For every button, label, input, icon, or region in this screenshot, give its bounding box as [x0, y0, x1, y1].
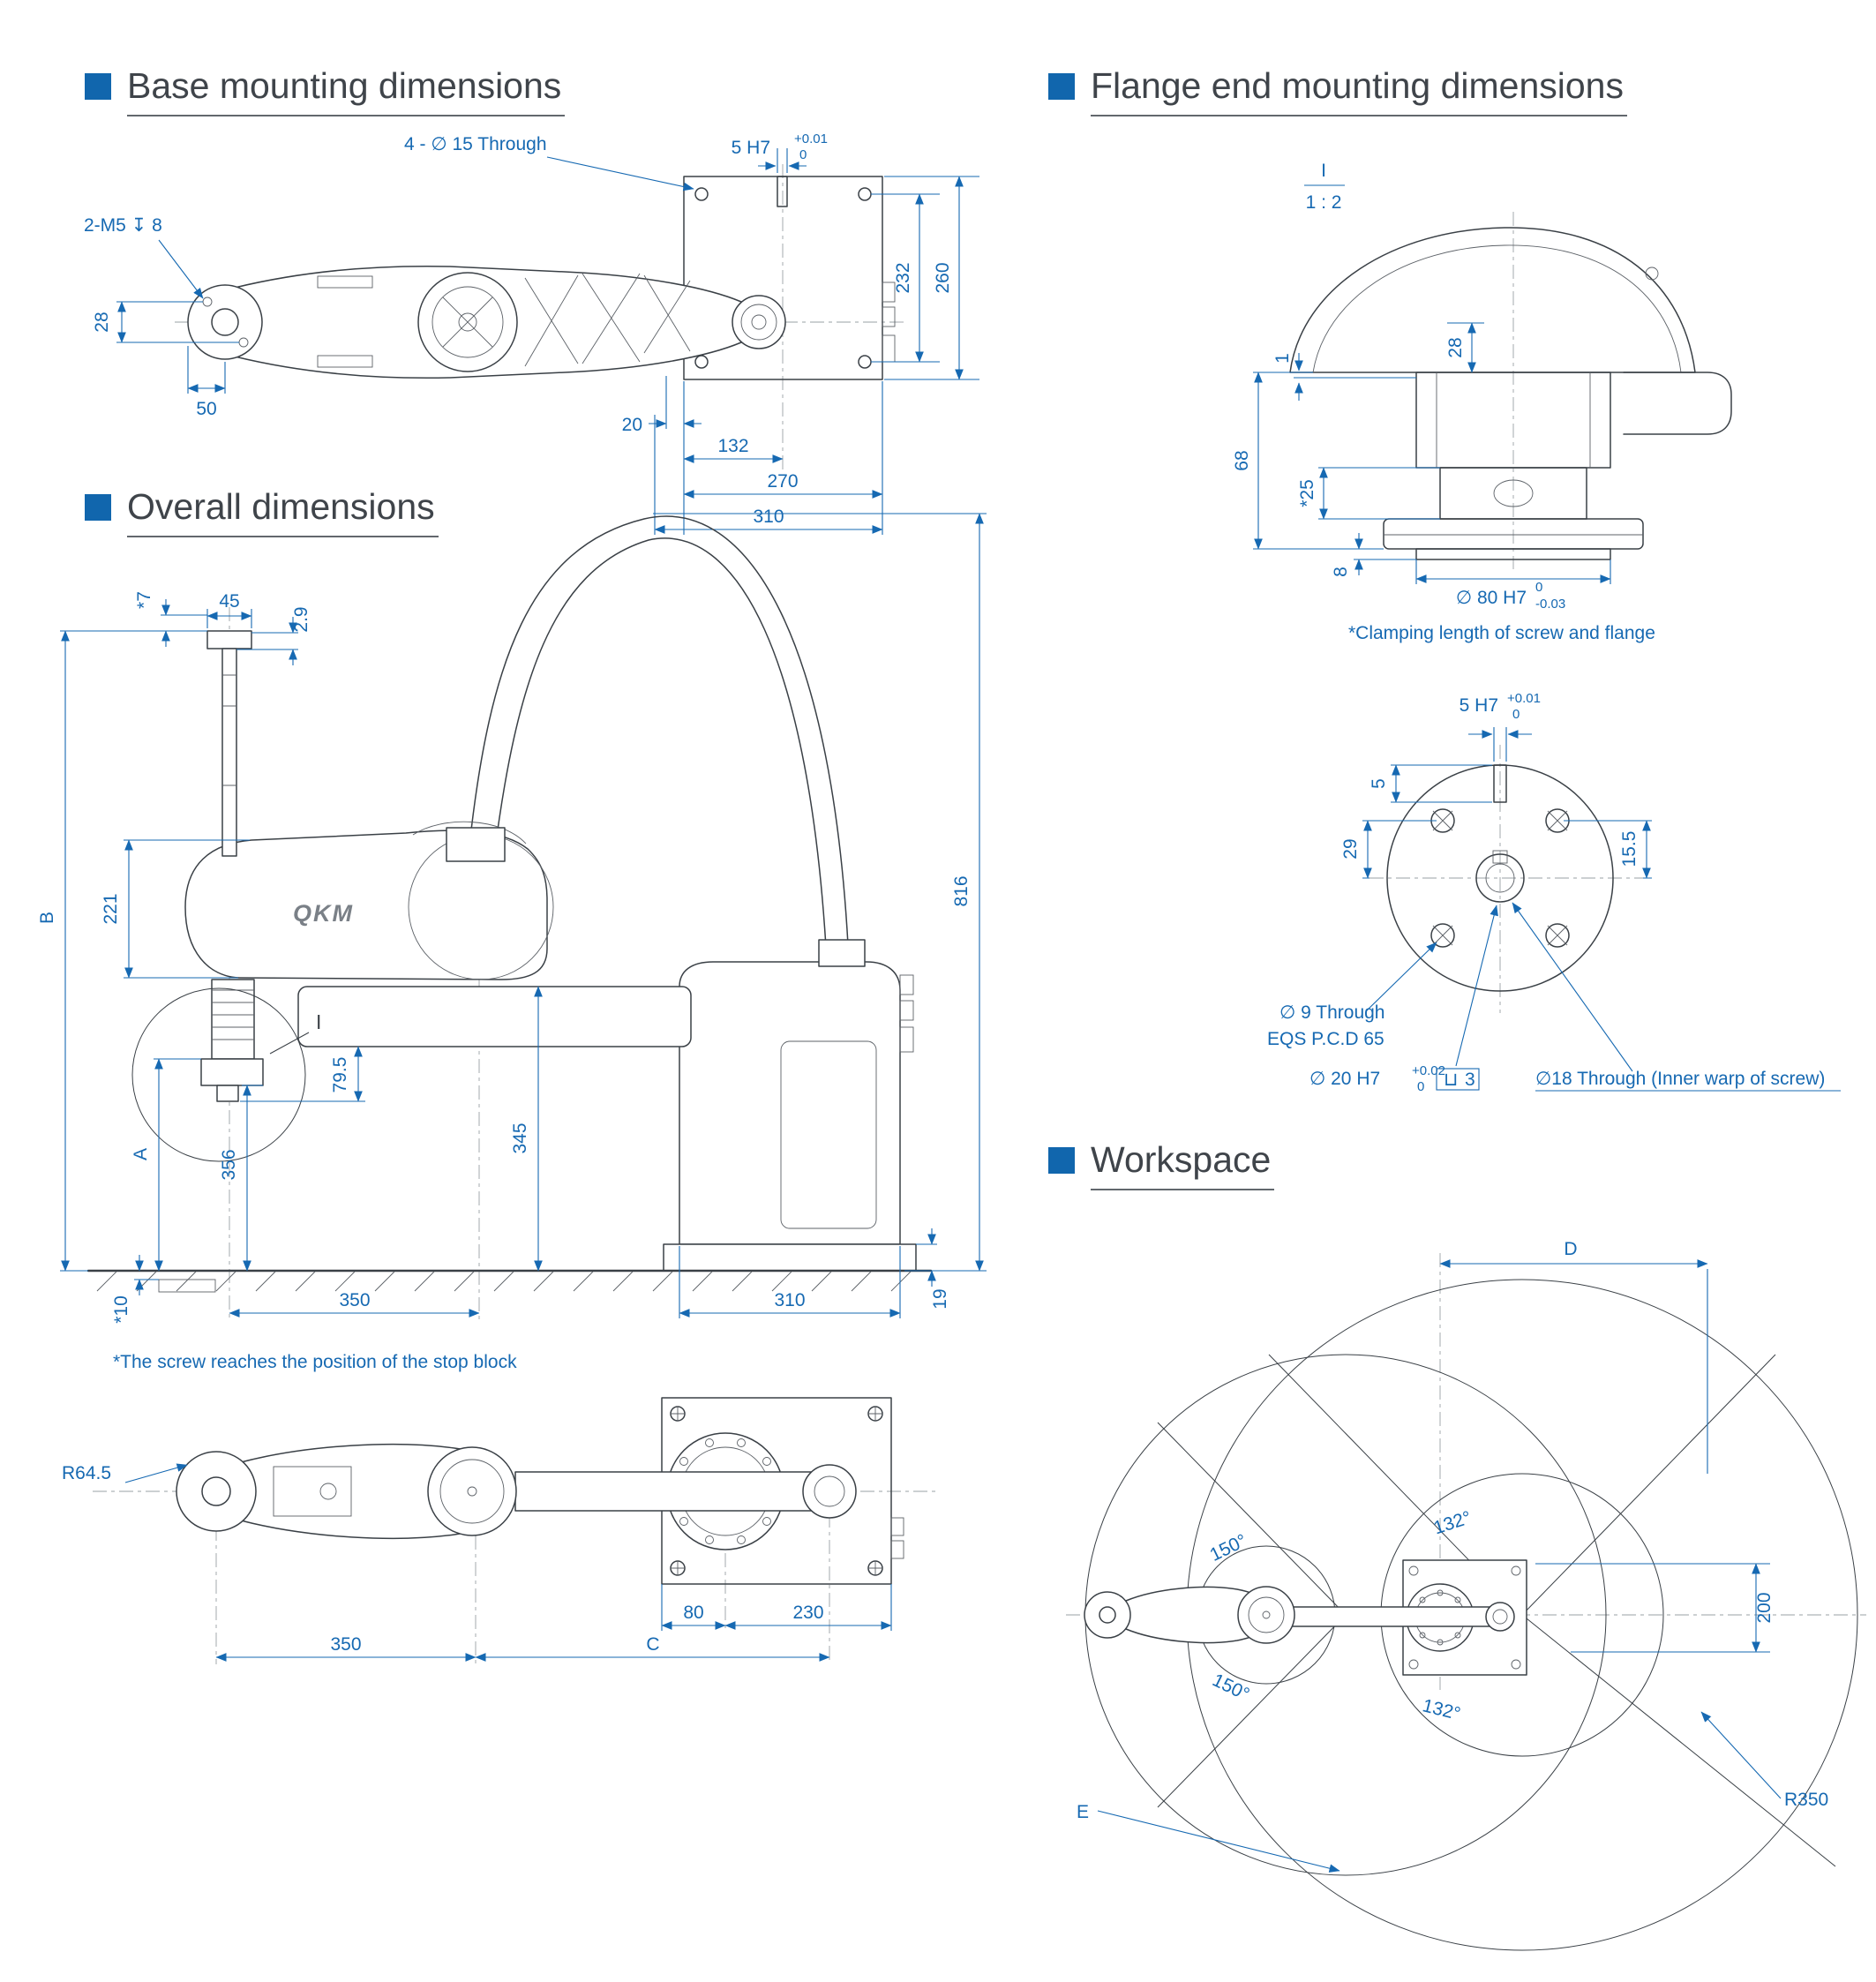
section-title-text: Flange end mounting dimensions: [1091, 65, 1627, 117]
dim-C: C: [646, 1634, 659, 1655]
dim-20h7-tol-bottom: 0: [1417, 1079, 1424, 1094]
section-title-flange: Flange end mounting dimensions: [1048, 65, 1627, 117]
dim-50: 50: [196, 399, 216, 419]
flange-side-dimensions: I 1 : 2 68 1 *25 28 8 ∅ 80 H7 0 -0.03: [1232, 161, 1655, 643]
workspace-dimensions: D 150° 132° 150° 132° 200 E R350: [1077, 1239, 1828, 1873]
dim-28: 28: [92, 312, 112, 332]
dim-D: D: [1564, 1239, 1577, 1259]
dim-8: 8: [1331, 567, 1351, 577]
counterbore-depth: 3: [1465, 1070, 1475, 1090]
dim-68: 68: [1232, 450, 1252, 470]
dim-816: 816: [951, 875, 972, 906]
overall-side-drawing: QKM I *7 45 2.9: [37, 513, 987, 1372]
dim-356: 356: [219, 1149, 239, 1180]
angle-132-top: 132°: [1431, 1507, 1474, 1538]
section-bullet-icon: [85, 494, 111, 521]
section-title-workspace: Workspace: [1048, 1139, 1275, 1191]
dim-B: B: [37, 912, 57, 924]
dim-221: 221: [101, 893, 121, 924]
dim-350-top: 350: [330, 1634, 361, 1655]
dim-29: 29: [1340, 838, 1361, 859]
dim-310: 310: [774, 1290, 805, 1310]
dim-80: 80: [683, 1603, 703, 1623]
overall-top-drawing: R64.5 80 230 350 C: [62, 1397, 940, 1664]
overall-top-dimensions: R64.5 80 230 350 C: [62, 1463, 892, 1662]
flange-bottom-dimensions: 5 H7 +0.01 0 5 15.5 29 ∅ 9 Through EQS P…: [1267, 691, 1841, 1094]
dim-pcd: EQS P.C.D 65: [1267, 1029, 1384, 1049]
dim-r64-5: R64.5: [62, 1463, 111, 1483]
dim-5h7-tol-top: +0.01: [794, 131, 828, 146]
stop-block-note: *The screw reaches the position of the s…: [113, 1352, 517, 1372]
dim-A: A: [131, 1148, 151, 1160]
section-title-overall: Overall dimensions: [85, 486, 439, 538]
clamping-note: *Clamping length of screw and flange: [1348, 623, 1655, 643]
dim-5h7-tol-bottom: 0: [1512, 707, 1520, 722]
workspace-robot: [1084, 1559, 1527, 1676]
flange-bottom-drawing: 5 H7 +0.01 0 5 15.5 29 ∅ 9 Through EQS P…: [1267, 691, 1841, 1094]
section-title-text: Base mounting dimensions: [127, 65, 566, 117]
dim-270: 270: [767, 471, 798, 492]
section-title-text: Overall dimensions: [127, 486, 439, 538]
dim-20h7: ∅ 20 H7: [1309, 1069, 1380, 1089]
flange-side-view: [1289, 212, 1732, 569]
robot-top-view-lower: [93, 1397, 940, 1664]
dim-230: 230: [792, 1603, 823, 1623]
dim-350: 350: [339, 1290, 370, 1310]
dim-5h7-tol-bottom: 0: [799, 147, 807, 162]
detail-label: I: [1321, 161, 1326, 181]
dim-9-through: ∅ 9 Through: [1279, 1002, 1384, 1023]
dim-345: 345: [510, 1122, 530, 1153]
dim-232: 232: [893, 262, 913, 293]
dim-28: 28: [1445, 337, 1466, 357]
detail-callout-label: I: [316, 1010, 321, 1033]
dim-15-5: 15.5: [1619, 831, 1640, 867]
dim-5: 5: [1369, 778, 1389, 789]
section-bullet-icon: [1048, 1147, 1075, 1174]
detail-scale: 1 : 2: [1306, 192, 1342, 213]
dim-5h7: 5 H7: [1460, 695, 1498, 716]
flange-bottom-view: [1369, 745, 1643, 1013]
angle-150-top: 150°: [1207, 1530, 1250, 1565]
dim-E: E: [1077, 1802, 1089, 1822]
workspace-drawing: D 150° 132° 150° 132° 200 E R350: [1066, 1239, 1866, 1951]
dim-200: 200: [1754, 1592, 1775, 1623]
dim-80h7-tol-bottom: -0.03: [1535, 597, 1565, 612]
dim-2-9: 2.9: [291, 606, 311, 632]
section-bullet-icon: [85, 73, 111, 100]
dim-r350: R350: [1784, 1790, 1828, 1810]
base-mounting-drawing: 2-M5 ↧ 8 28 50 4 - ∅ 15 Through 5 H7 +0.…: [84, 131, 979, 535]
brand-logo: QKM: [293, 900, 354, 927]
angle-150-bottom: 150°: [1209, 1670, 1252, 1705]
dim-20: 20: [622, 415, 642, 435]
base-dimensions: 2-M5 ↧ 8 28 50 4 - ∅ 15 Through 5 H7 +0.…: [84, 131, 979, 535]
flange-side-drawing: I 1 : 2 68 1 *25 28 8 ∅ 80 H7 0 -0.03: [1232, 161, 1732, 643]
dim-star10: *10: [111, 1295, 131, 1324]
robot-side-view: QKM I: [86, 515, 933, 1322]
dim-20h7-tol-top: +0.02: [1412, 1063, 1445, 1078]
dim-132: 132: [717, 436, 748, 456]
dim-1: 1: [1272, 353, 1293, 364]
dim-310: 310: [753, 507, 784, 527]
dim-4x15-through: 4 - ∅ 15 Through: [404, 134, 547, 154]
dim-2m5-label: 2-M5 ↧ 8: [84, 215, 162, 236]
robot-arm-top-view: [187, 265, 786, 379]
dim-80h7: ∅ 80 H7: [1456, 588, 1527, 608]
dim-80h7-tol-top: 0: [1535, 580, 1542, 595]
dim-star7: *7: [134, 591, 154, 609]
dim-45: 45: [219, 591, 239, 612]
dim-5h7-tol-top: +0.01: [1507, 691, 1541, 706]
section-bullet-icon: [1048, 73, 1075, 100]
angle-132-bottom: 132°: [1421, 1695, 1463, 1724]
overall-side-dimensions: *7 45 2.9 B 221 A 356 79.5 345: [37, 513, 987, 1372]
dim-260: 260: [933, 262, 953, 293]
section-title-text: Workspace: [1091, 1139, 1275, 1191]
dim-19: 19: [930, 1288, 950, 1309]
dim-79-5: 79.5: [330, 1057, 350, 1093]
dim-25: *25: [1297, 479, 1317, 507]
section-title-base: Base mounting dimensions: [85, 65, 566, 117]
dim-18-through: ∅18 Through (Inner warp of screw): [1535, 1069, 1825, 1089]
counterbore-icon: ⊔: [1444, 1070, 1458, 1090]
dim-5h7: 5 H7: [732, 138, 770, 158]
